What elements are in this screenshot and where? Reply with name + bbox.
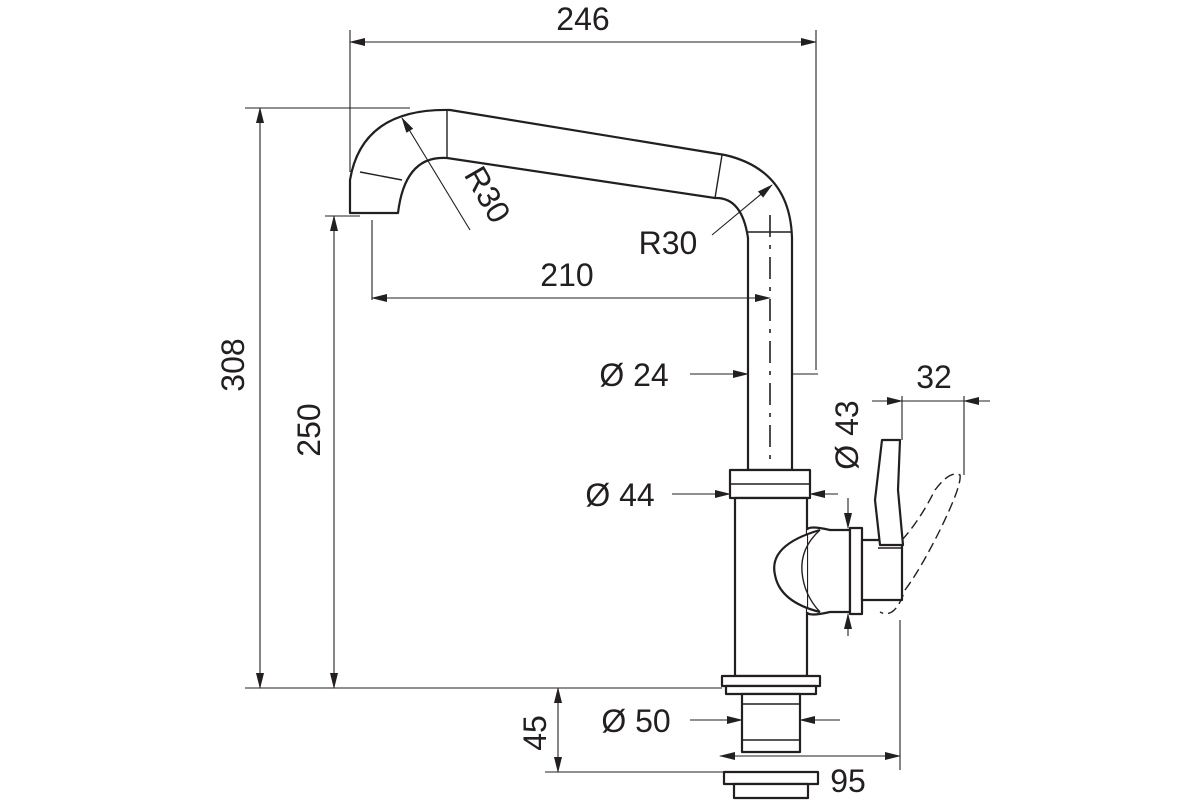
faucet-outline: [348, 108, 961, 800]
label-diameter-24: Ø 24: [599, 357, 668, 393]
base-ring-1: [720, 674, 822, 688]
label-diameter-43: Ø 43: [829, 400, 865, 469]
lever-alt-position: [879, 473, 961, 615]
label-250: 250: [291, 403, 327, 456]
hub-inner-curve: [801, 529, 821, 613]
label-r30-top: R30: [457, 160, 518, 229]
base-ring-2: [724, 684, 818, 696]
hub-ring: [848, 526, 864, 616]
lever-base: [860, 538, 904, 602]
label-95: 95: [830, 763, 866, 799]
label-45: 45: [517, 715, 553, 751]
label-diameter-44: Ø 44: [585, 477, 654, 513]
spout: [348, 108, 794, 472]
spout-tip-joint: [359, 171, 403, 181]
dimension-labels: 246 210 308 250 R30 R30 Ø 24 Ø 44 Ø 43 3…: [215, 1, 952, 799]
dimension-lines: [245, 30, 990, 773]
label-32: 32: [916, 359, 952, 395]
label-210: 210: [540, 257, 593, 293]
label-diameter-50: Ø 50: [601, 703, 670, 739]
leader-r30-top: [401, 117, 471, 231]
lever: [873, 438, 905, 547]
leader-r30-elbow: [711, 184, 773, 236]
bottom-nut-2: [732, 782, 810, 800]
spout-joint-2: [714, 154, 723, 199]
label-246: 246: [556, 1, 609, 37]
bottom-nut: [722, 770, 820, 786]
label-308: 308: [215, 338, 251, 391]
label-r30-elbow: R30: [639, 225, 698, 261]
shank: [740, 692, 802, 754]
